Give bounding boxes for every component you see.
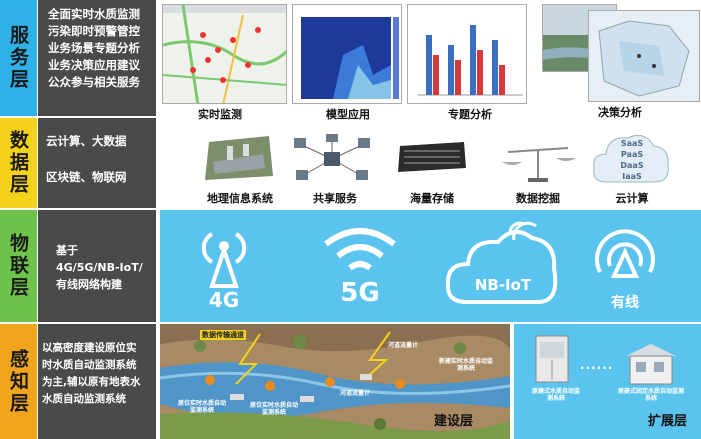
desc-line: 区块链、物联网 <box>46 170 127 184</box>
shared-service-icon <box>290 134 374 184</box>
caption-gis: 地理信息系统 <box>207 192 273 205</box>
model-application-heatmap <box>292 4 402 104</box>
annotation-data-channel: 数据传输通道 <box>200 330 246 340</box>
daas-label: DaaS <box>620 161 644 170</box>
caption-cloud-computing: 云计算 <box>615 192 649 205</box>
district-map-graphic <box>598 20 690 97</box>
desc-line <box>46 150 156 168</box>
desc-line: 基于 <box>56 244 78 257</box>
tower-4g-icon <box>198 222 250 288</box>
service-layer-description: 全面实时水质监测 污染即时预警管控 业务场景专题分析 业务决策应用建议 公众参与… <box>38 0 156 116</box>
annotation-flowmeter-1: 河道流量计 <box>388 342 419 349</box>
realtime-monitoring-map <box>162 4 287 104</box>
annotation-insitu-2: 原位实时水质自动监测系统 <box>250 402 299 416</box>
annotation-insitu-1: 原位实时水质自动监测系统 <box>178 400 227 414</box>
desc-line: 有线网络构建 <box>56 278 122 291</box>
wifi-5g-icon <box>322 226 398 276</box>
extension-item-fixed: 原建式固定水质自动监测系统 <box>618 388 685 402</box>
extension-dots: ...... <box>580 358 614 372</box>
desc-line: 为主,辅以原有地表水 <box>42 376 141 388</box>
decision-analysis-map <box>588 10 700 102</box>
extension-item-cabinet: 原建式水质自动监测系统 <box>531 388 580 402</box>
city-map-graphic <box>163 5 286 103</box>
iot-layer-description: 基于 4G/5G/NB-IoT/ 有线网络构建 <box>38 210 156 322</box>
build-layer-label: 建设层 <box>434 414 474 429</box>
cloud-computing-icon <box>592 128 670 190</box>
data-mining-scale-icon <box>500 140 576 184</box>
service-layer-label: 服务层 <box>0 0 37 116</box>
saas-label: SaaS <box>620 139 644 148</box>
caption-realtime-monitoring: 实时监测 <box>198 108 242 121</box>
iaas-label: IaaS <box>622 172 642 181</box>
desc-line: 业务场景专题分析 <box>48 41 140 55</box>
network-4g-label: 4G <box>208 288 240 312</box>
cabinet-station-icon <box>532 334 572 384</box>
extend-layer-label: 扩展层 <box>648 414 688 429</box>
annotation-flowmeter-2: 河道流量计 <box>340 390 371 397</box>
wired-signal-icon <box>592 226 658 288</box>
network-wired-label: 有线 <box>611 295 639 311</box>
data-layer-label: 数据层 <box>0 118 37 208</box>
caption-decision-analysis: 决策分析 <box>598 106 642 119</box>
annotation-new-station: 新建实时水质自动监测系统 <box>438 358 493 372</box>
caption-mass-storage: 海量存储 <box>410 192 454 205</box>
data-layer-description: 云计算、大数据 区块链、物联网 <box>38 118 156 208</box>
desc-line: 4G/5G/NB-IoT/ <box>56 261 143 274</box>
desc-line: 云计算、大数据 <box>46 134 127 148</box>
desc-line: 公众参与相关服务 <box>48 75 140 89</box>
construction-landscape <box>160 324 510 439</box>
network-panel <box>160 210 701 322</box>
gis-icon <box>203 132 275 184</box>
paas-label: PaaS <box>620 150 644 159</box>
cloud-nbiot-icon <box>444 220 562 308</box>
thematic-analysis-chart <box>407 4 527 104</box>
caption-thematic-analysis: 专题分析 <box>448 108 492 121</box>
desc-line: 以高密度建设原位实 <box>42 342 137 354</box>
mass-storage-icon <box>396 138 468 178</box>
iot-layer-label: 物联层 <box>0 210 37 322</box>
desc-line: 业务决策应用建议 <box>48 58 140 72</box>
caption-model-application: 模型应用 <box>326 108 370 121</box>
network-5g-label: 5G <box>340 278 380 308</box>
sensing-layer-label: 感知层 <box>0 324 37 439</box>
fixed-station-icon <box>624 342 678 386</box>
network-nbiot-label: NB-IoT <box>474 276 532 294</box>
desc-line: 水质自动监测系统 <box>42 393 126 405</box>
cloud-service-tags: SaaS PaaS DaaS IaaS <box>612 138 652 182</box>
bar-chart-graphic <box>418 25 523 96</box>
desc-line: 全面实时水质监测 <box>48 7 140 21</box>
caption-data-mining: 数据挖掘 <box>516 192 560 205</box>
desc-line: 时水质自动监测系统 <box>42 359 137 371</box>
desc-line: 污染即时预警管控 <box>48 24 140 38</box>
heatmap-graphic <box>301 17 399 99</box>
sensing-layer-description: 以高密度建设原位实 时水质自动监测系统 为主,辅以原有地表水 水质自动监测系统 <box>38 324 156 439</box>
river-landscape-graphic <box>160 324 510 439</box>
caption-shared-service: 共享服务 <box>313 192 357 205</box>
